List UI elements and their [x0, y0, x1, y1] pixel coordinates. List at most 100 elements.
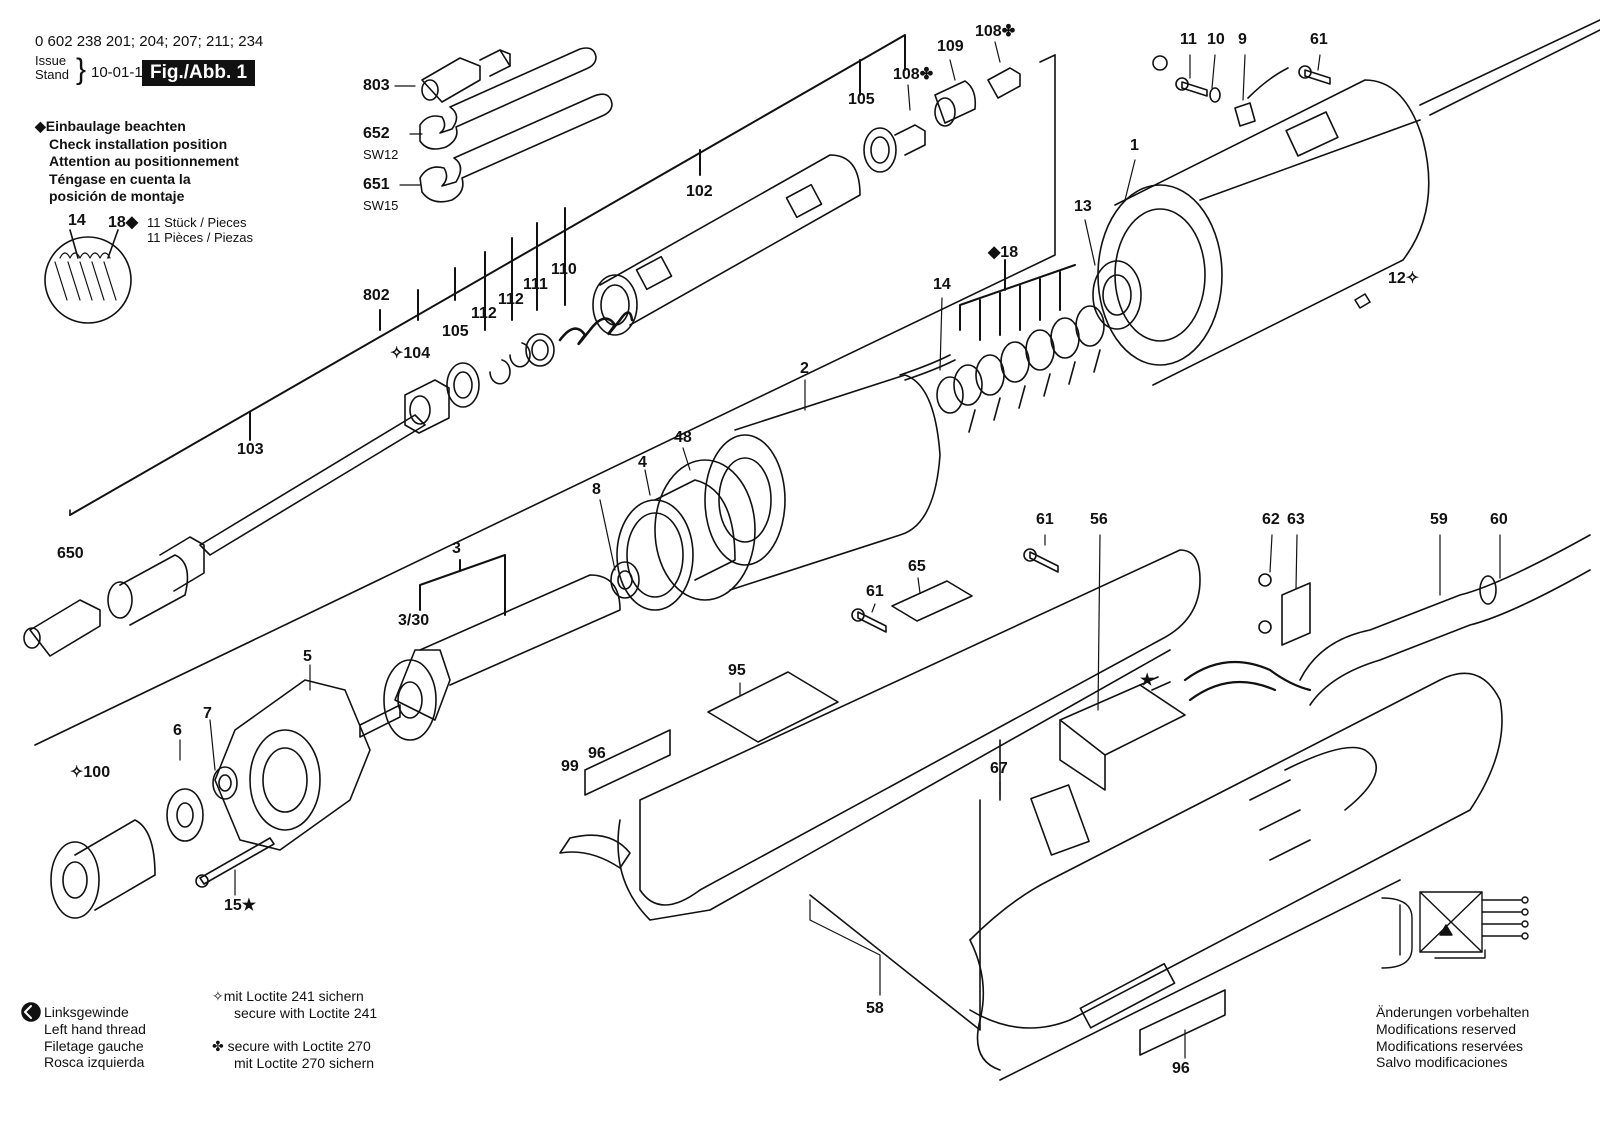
legend-loctite-270: ✤ secure with Loctite 270 mit Loctite 27…: [212, 1038, 374, 1072]
detail-magnifier: [44, 229, 132, 324]
part-label-56: 56: [1090, 511, 1108, 528]
part-label-6: 6: [173, 722, 182, 739]
detail-label-14: 14: [68, 212, 86, 229]
part-label-2: 2: [800, 360, 809, 377]
screws-11-61: [1152, 55, 1331, 127]
rotor-3: [359, 574, 621, 741]
legend-loctite-241: ✧mit Loctite 241 sichern secure with Loc…: [212, 988, 377, 1022]
install-note-line: Check installation position: [49, 135, 228, 152]
part-label-99: 99: [561, 758, 579, 775]
part-label-48: 48: [674, 429, 692, 446]
housing-half-58: [617, 549, 1201, 1031]
wiring-schematic: [1381, 891, 1529, 969]
install-note-line: posición de montaje: [49, 188, 185, 204]
detail-label-18: 18◆: [108, 214, 139, 231]
part-label-109: 109: [937, 38, 964, 55]
bearing-flange-5: [214, 679, 371, 851]
install-note-line: Téngase en cuenta la: [49, 170, 191, 187]
part-label-9: 9: [1238, 31, 1247, 48]
install-note-symbol: ◆: [35, 118, 46, 134]
part-label-5: 5: [303, 648, 312, 665]
footer-note-line: Salvo modificaciones: [1376, 1054, 1508, 1071]
part-label-96: 96: [1172, 1060, 1190, 1077]
part-label-63: 63: [1287, 511, 1305, 528]
bearing-holder-4: [610, 479, 736, 611]
part-label-105: 105: [848, 91, 875, 108]
part-label-100: ✧100: [70, 764, 111, 781]
part-label-10: 10: [1207, 31, 1225, 48]
part-label-8: 8: [592, 481, 601, 498]
legend-left-hand-thread: Linksgewinde Left hand thread Filetage g…: [44, 1004, 146, 1071]
legend-line: Linksgewinde: [44, 1004, 129, 1020]
spindle-parts: [23, 67, 1021, 657]
detail-pieces-line: 11 Stück / Pieces: [147, 215, 247, 230]
wrench-652: [419, 47, 597, 150]
part-label-61: 61: [1036, 511, 1054, 528]
part-label-108: 108✤: [893, 66, 934, 83]
part-label-102: 102: [686, 183, 713, 200]
part-label-59: 59: [1430, 511, 1448, 528]
part-label-1: 1: [1130, 137, 1139, 154]
part-label-111: 111: [523, 276, 548, 293]
legend-line: Rosca izquierda: [44, 1054, 145, 1071]
part-label-7: 7: [203, 705, 212, 722]
part-label-61: 61: [1310, 31, 1328, 48]
part-label-112: 112: [471, 305, 497, 322]
part-label-103: 103: [237, 441, 264, 458]
part-label-14: 14: [933, 276, 951, 293]
part-label-67: 67: [990, 760, 1008, 777]
part-label-4: 4: [638, 454, 647, 471]
issue-stand-label: Issue Stand: [35, 54, 69, 81]
part-label-62: 62: [1262, 511, 1280, 528]
detail-pieces-line: 11 Pièces / Piezas: [147, 230, 253, 246]
brush-rings-18: [936, 305, 1105, 433]
legend-line: secure with Loctite 270: [227, 1038, 371, 1054]
part-label-65: 65: [908, 558, 926, 575]
footer-note: Änderungen vorbehalten Modifications res…: [1376, 1004, 1529, 1071]
part-label-803: 803: [363, 77, 390, 94]
leader-lines: [179, 41, 1501, 1059]
part-label-11: 11: [1180, 31, 1197, 48]
label-plates: [559, 580, 1226, 1056]
issue-label: Issue: [35, 53, 67, 68]
legend-line: mit Loctite 270 sichern: [234, 1054, 375, 1071]
group-bracket-lines: [69, 34, 1076, 616]
wrench-size-651: SW15: [363, 198, 399, 213]
part-label-802: 802: [363, 287, 390, 304]
legend-line: secure with Loctite 241: [234, 1004, 378, 1021]
power-cable: [1183, 534, 1591, 706]
install-note-line: Attention au positionnement: [49, 153, 239, 169]
install-note-line: Einbaulage beachten: [45, 118, 186, 134]
part-numbers: 0 602 238 201; 204; 207; 211; 234: [35, 33, 264, 50]
loctite-241-icon: ✧: [212, 988, 224, 1004]
install-note: ◆Einbaulage beachten Check installation …: [35, 118, 239, 206]
part-label-15: 15★: [224, 897, 257, 914]
legend-line: mit Loctite 241 sichern: [223, 988, 364, 1004]
part-label-110: 110: [551, 261, 577, 278]
loctite-270-icon: ✤: [212, 1038, 228, 1054]
handle-cover: [969, 672, 1503, 1081]
switch-56: [1030, 676, 1186, 856]
legend-line: Filetage gauche: [44, 1037, 144, 1054]
part-label-star: ★: [1140, 672, 1155, 689]
part-label-105: 105: [442, 323, 469, 340]
part-label-652: 652: [363, 125, 390, 142]
part-label-18: ◆18: [988, 244, 1019, 261]
part-label-651: 651: [363, 176, 390, 193]
issue-brace: }: [76, 53, 87, 86]
legend-line: Left hand thread: [44, 1020, 146, 1037]
part-label-650: 650: [57, 545, 84, 562]
motor-housing-1: [1092, 19, 1600, 386]
part-label-3-30: 3/30: [398, 612, 430, 629]
collet-nut-803: [421, 49, 511, 103]
footer-note-line: Modifications reservées: [1376, 1037, 1524, 1054]
figure-label: Fig./Abb. 1: [142, 60, 256, 86]
part-label-58: 58: [866, 1000, 884, 1017]
part-label-61: 61: [866, 583, 884, 600]
part-label-104: ✧104: [390, 345, 431, 362]
footer-note-line: Änderungen vorbehalten: [1376, 1004, 1530, 1020]
part-label-108: 108✤: [975, 23, 1016, 40]
part-label-96: 96: [588, 745, 606, 762]
part-label-3: 3: [452, 540, 461, 557]
